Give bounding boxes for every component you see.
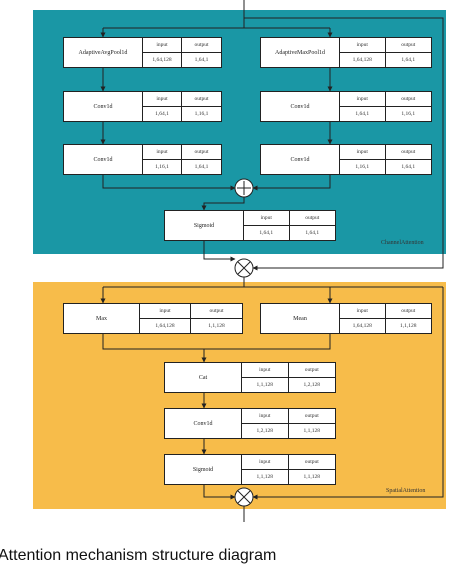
input-shape: 1,64,128 (340, 318, 386, 333)
module-name: Conv1d (193, 420, 213, 427)
output-header: output (288, 409, 335, 424)
conv1d-module: Conv1d input output 1,16,1 1,64,1 (63, 144, 222, 175)
output-header: output (182, 145, 221, 160)
multiply-node-spatial (234, 487, 254, 507)
input-shape: 1,64,128 (143, 52, 182, 67)
input-shape: 1,16,1 (143, 159, 182, 174)
output-shape: 1,1,128 (303, 473, 321, 480)
output-shape: 1,64,1 (401, 56, 416, 63)
input-shape: 1,1,128 (242, 469, 289, 484)
output-shape: 1,64,1 (194, 56, 209, 63)
max-module: Max input output 1,64,128 1,1,128 (63, 303, 243, 334)
adaptive-avgpool1d-module: AdaptiveAvgPool1d input output 1,64,128 … (63, 37, 222, 68)
module-name: Cat (198, 374, 208, 381)
module-name: Conv1d (93, 103, 113, 110)
mean-module: Mean input output 1,64,128 1,1,128 (260, 303, 432, 334)
sigmoid-module: Sigmoid input output 1,64,1 1,64,1 (164, 210, 336, 241)
conv1d-module: Conv1d input output 1,2,128 1,1,128 (164, 408, 336, 439)
input-header: input (244, 211, 290, 226)
module-name: Conv1d (290, 103, 310, 110)
conv1d-module: Conv1d input output 1,16,1 1,64,1 (260, 144, 432, 175)
output-header: output (385, 38, 431, 53)
module-name: Conv1d (290, 156, 310, 163)
input-shape: 1,16,1 (340, 159, 386, 174)
input-shape: 1,1,128 (242, 377, 289, 392)
input-header: input (143, 92, 182, 107)
output-shape: 1,1,128 (303, 427, 321, 434)
output-header: output (182, 38, 221, 53)
output-shape: 1,16,1 (401, 110, 416, 117)
input-shape: 1,2,128 (242, 423, 289, 438)
input-header: input (340, 304, 386, 319)
input-header: input (143, 145, 182, 160)
input-shape: 1,64,1 (340, 106, 386, 121)
add-node (234, 178, 254, 198)
module-name: Conv1d (93, 156, 113, 163)
module-name: AdaptiveAvgPool1d (78, 49, 128, 56)
input-shape: 1,64,1 (244, 225, 290, 240)
multiply-node-channel (234, 258, 254, 278)
output-header: output (289, 211, 335, 226)
output-shape: 1,1,128 (400, 322, 417, 329)
output-shape: 1,16,1 (194, 110, 209, 117)
input-header: input (242, 409, 289, 424)
cat-module: Cat input output 1,1,128 1,2,128 (164, 362, 336, 393)
output-header: output (385, 145, 431, 160)
module-name: Sigmoid (193, 222, 215, 229)
input-header: input (140, 304, 191, 319)
channel-skip-line (243, 17, 444, 271)
output-header: output (385, 304, 431, 319)
output-shape: 1,64,1 (401, 163, 416, 170)
input-header: input (340, 145, 386, 160)
input-header: input (143, 38, 182, 53)
output-header: output (191, 304, 242, 319)
output-shape: 1,2,128 (303, 381, 321, 388)
input-header: input (340, 38, 386, 53)
output-header: output (288, 455, 335, 470)
module-name: Max (96, 315, 107, 322)
output-shape: 1,1,128 (208, 322, 225, 329)
module-name: Sigmoid (192, 466, 214, 473)
input-shape: 1,64,128 (340, 52, 386, 67)
input-header: input (242, 363, 289, 378)
input-shape: 1,64,128 (140, 318, 191, 333)
sigmoid-module: Sigmoid input output 1,1,128 1,1,128 (164, 454, 336, 485)
input-header: input (242, 455, 289, 470)
figure-caption: Attention mechanism structure diagram (0, 547, 277, 564)
module-name: AdaptiveMaxPool1d (275, 49, 325, 56)
conv1d-module: Conv1d input output 1,64,1 1,16,1 (63, 91, 222, 122)
output-header: output (288, 363, 335, 378)
conv1d-module: Conv1d input output 1,64,1 1,16,1 (260, 91, 432, 122)
input-shape: 1,64,1 (143, 106, 182, 121)
adaptive-maxpool1d-module: AdaptiveMaxPool1d input output 1,64,128 … (260, 37, 432, 68)
module-name: Mean (293, 315, 307, 322)
spatial-skip-line (252, 287, 444, 500)
channel-attention-label: ChannelAttention (381, 240, 424, 246)
spatial-attention-label: SpatialAttention (386, 488, 426, 494)
output-shape: 1,64,1 (194, 163, 209, 170)
output-header: output (385, 92, 431, 107)
output-shape: 1,64,1 (305, 229, 320, 236)
output-header: output (182, 92, 221, 107)
input-header: input (340, 92, 386, 107)
